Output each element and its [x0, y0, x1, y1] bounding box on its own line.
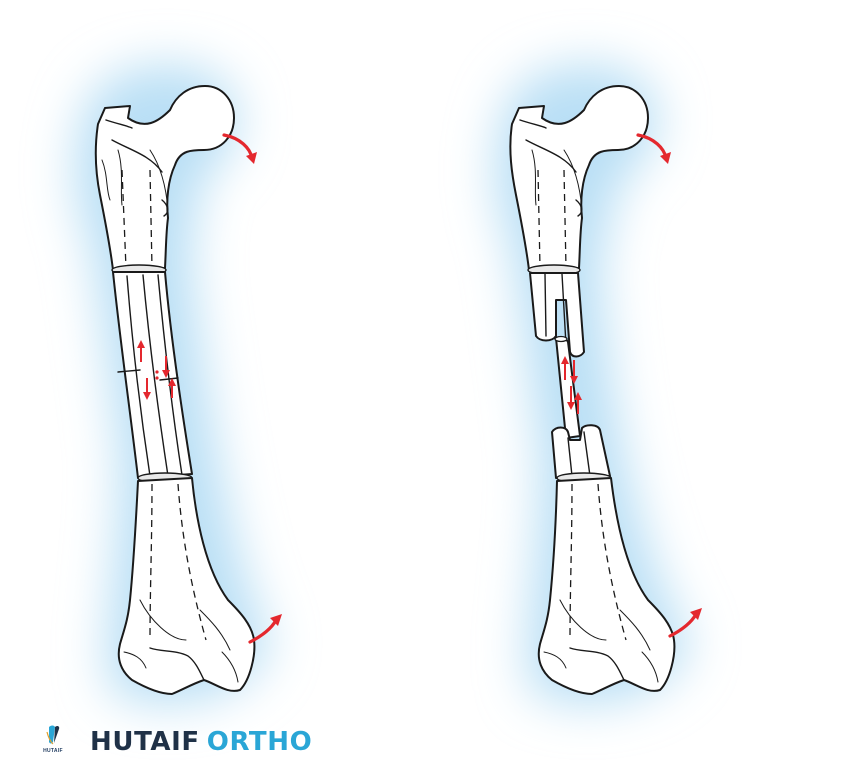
femur-right — [495, 64, 702, 704]
bone-logo-icon — [46, 725, 60, 745]
stress-arrows-right — [561, 356, 582, 414]
rotation-arrow-left-top — [222, 133, 257, 164]
brand-name-part-2: ORTHO — [206, 727, 313, 757]
femur-right-lower — [537, 477, 676, 695]
femur-right-upper — [509, 85, 649, 271]
brand-name-part-1: HUTAIF — [90, 727, 200, 757]
brand-logo: HUTAIF — [38, 724, 74, 760]
rotation-arrow-right-bottom — [668, 608, 702, 638]
stress-arrows-left — [137, 340, 176, 400]
rotation-arrow-right-top — [636, 133, 671, 164]
femur-left-lower — [117, 477, 256, 695]
femur-left-middle — [112, 271, 193, 479]
femur-left-upper — [94, 85, 235, 271]
lower-stubs-right — [551, 424, 611, 479]
rotation-arrow-left-bottom — [248, 614, 282, 644]
femur-left — [75, 64, 282, 704]
upper-stubs-right — [529, 272, 585, 358]
brand-logo-text: HUTAIF — [43, 748, 63, 754]
